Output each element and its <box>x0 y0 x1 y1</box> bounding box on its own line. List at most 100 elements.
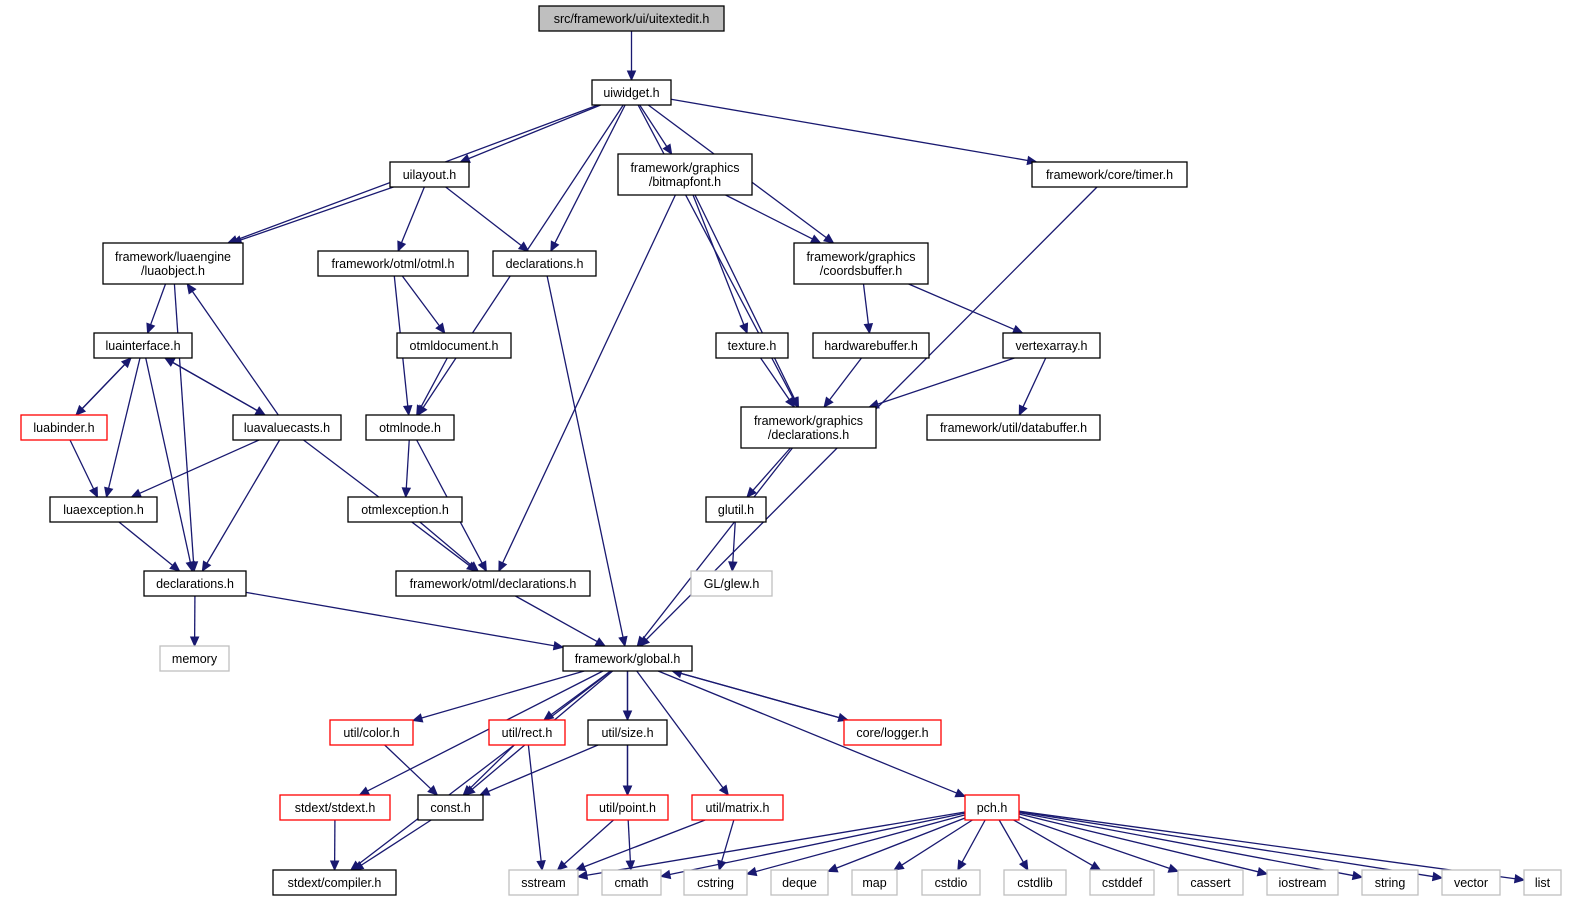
edge-line <box>670 98 1028 162</box>
node-box <box>1523 869 1562 896</box>
edge-global-to-pch <box>657 670 967 798</box>
node-otmlnode[interactable]: otmlnode.h <box>365 414 455 441</box>
edge-line <box>1018 813 1259 873</box>
edge-uilayout-to-declarations_ui <box>445 186 530 252</box>
node-box <box>926 414 1101 441</box>
arrowhead <box>427 785 439 796</box>
edge-line <box>400 186 425 243</box>
node-databuffer[interactable]: framework/util/databuffer.h <box>926 414 1101 441</box>
arrowhead <box>1011 324 1024 334</box>
edge-bitmapfont-to-graphics_decl <box>694 194 800 409</box>
edge-layer <box>69 31 1526 884</box>
arrowhead <box>130 488 143 498</box>
node-label: /coordsbuffer.h <box>820 264 903 278</box>
edge-pch-to-map <box>893 819 973 871</box>
node-logger[interactable]: core/logger.h <box>843 719 942 746</box>
node-const[interactable]: const.h <box>417 794 484 821</box>
arrowhead <box>1351 870 1364 881</box>
edge-line <box>1018 811 1434 878</box>
node-box <box>793 242 929 285</box>
node-matrix[interactable]: util/matrix.h <box>691 794 784 821</box>
node-coordsbuffer[interactable]: framework/graphics/coordsbuffer.h <box>793 242 929 285</box>
edge-luainterface-to-luaexception <box>104 357 141 499</box>
node-label: cstdlib <box>1017 876 1052 890</box>
edge-pch-to-vector <box>1018 811 1444 882</box>
edge-luavaluecasts-to-luaobject <box>186 282 279 416</box>
node-iostream[interactable]: iostream <box>1266 869 1339 896</box>
edge-line <box>563 819 614 865</box>
node-texture[interactable]: texture.h <box>715 332 789 359</box>
node-luavaluecasts[interactable]: luavaluecasts.h <box>232 414 342 441</box>
node-hardwarebuffer[interactable]: hardwarebuffer.h <box>812 332 930 359</box>
node-box <box>964 794 1020 821</box>
node-luaexception[interactable]: luaexception.h <box>49 496 158 523</box>
arrowhead <box>576 870 589 880</box>
node-glew[interactable]: GL/glew.h <box>690 570 773 597</box>
node-otmlexception[interactable]: otmlexception.h <box>347 496 463 523</box>
node-bitmapfont[interactable]: framework/graphics/bitmapfont.h <box>617 153 753 196</box>
node-sstream[interactable]: sstream <box>508 869 579 896</box>
node-cassert[interactable]: cassert <box>1177 869 1244 896</box>
node-otml[interactable]: framework/otml/otml.h <box>317 250 469 277</box>
node-string[interactable]: string <box>1361 869 1419 896</box>
node-pch[interactable]: pch.h <box>964 794 1020 821</box>
node-label: luavaluecasts.h <box>244 421 330 435</box>
edge-line <box>836 817 966 869</box>
node-label: iostream <box>1279 876 1327 890</box>
node-cstdlib[interactable]: cstdlib <box>1003 869 1067 896</box>
node-luainterface[interactable]: luainterface.h <box>93 332 193 359</box>
node-cstring[interactable]: cstring <box>683 869 748 896</box>
arrowhead <box>185 560 195 573</box>
node-luaobject[interactable]: framework/luaengine/luaobject.h <box>102 242 244 285</box>
edge-vertexarray-to-graphics_decl <box>868 357 1015 409</box>
arrowhead <box>1167 863 1180 873</box>
arrowhead <box>402 405 413 417</box>
edge-line <box>752 447 791 491</box>
edge-pch-to-sstream <box>576 811 966 880</box>
node-box <box>93 332 193 359</box>
node-global[interactable]: framework/global.h <box>562 645 693 672</box>
node-uilayout[interactable]: uilayout.h <box>389 161 470 188</box>
node-vector[interactable]: vector <box>1441 869 1501 896</box>
edge-uilayout-to-luaobject <box>230 186 394 245</box>
node-label: framework/graphics <box>754 414 863 428</box>
arrowhead <box>626 70 637 82</box>
node-timer[interactable]: framework/core/timer.h <box>1031 161 1188 188</box>
node-deque[interactable]: deque <box>770 869 829 896</box>
node-memory[interactable]: memory <box>159 645 230 672</box>
node-compiler[interactable]: stdext/compiler.h <box>272 869 397 896</box>
node-label: framework/graphics <box>806 250 915 264</box>
node-box <box>102 242 244 285</box>
edge-line <box>554 104 626 244</box>
edge-line <box>173 283 195 563</box>
node-box <box>159 645 230 672</box>
node-map[interactable]: map <box>851 869 898 896</box>
node-label: cstring <box>697 876 734 890</box>
node-declarations_lua[interactable]: declarations.h <box>143 570 247 597</box>
node-graphics_decl[interactable]: framework/graphics/declarations.h <box>740 406 877 449</box>
arrowhead <box>467 561 480 572</box>
edge-line <box>1018 810 1516 880</box>
node-uiwidget[interactable]: uiwidget.h <box>591 79 672 106</box>
edge-otmlexception-to-otml_decl <box>419 521 480 572</box>
arrowhead <box>352 860 365 871</box>
node-declarations_ui[interactable]: declarations.h <box>492 250 597 277</box>
node-list[interactable]: list <box>1523 869 1562 896</box>
node-stdext[interactable]: stdext/stdext.h <box>279 794 391 821</box>
node-cstddef[interactable]: cstddef <box>1089 869 1155 896</box>
arrowhead <box>1256 867 1269 877</box>
node-box <box>395 570 591 597</box>
node-cmath[interactable]: cmath <box>601 869 662 896</box>
node-rect[interactable]: util/rect.h <box>488 719 566 746</box>
node-glutil[interactable]: glutil.h <box>705 496 767 523</box>
node-otml_decl[interactable]: framework/otml/declarations.h <box>395 570 591 597</box>
node-point[interactable]: util/point.h <box>586 794 669 821</box>
node-otmldocument[interactable]: otmldocument.h <box>396 332 512 359</box>
node-label: framework/otml/declarations.h <box>410 577 577 591</box>
node-vertexarray[interactable]: vertexarray.h <box>1002 332 1101 359</box>
node-cstdio[interactable]: cstdio <box>921 869 981 896</box>
node-luabinder[interactable]: luabinder.h <box>20 414 108 441</box>
node-color[interactable]: util/color.h <box>329 719 414 746</box>
node-size[interactable]: util/size.h <box>587 719 668 746</box>
arrowhead <box>536 860 546 872</box>
